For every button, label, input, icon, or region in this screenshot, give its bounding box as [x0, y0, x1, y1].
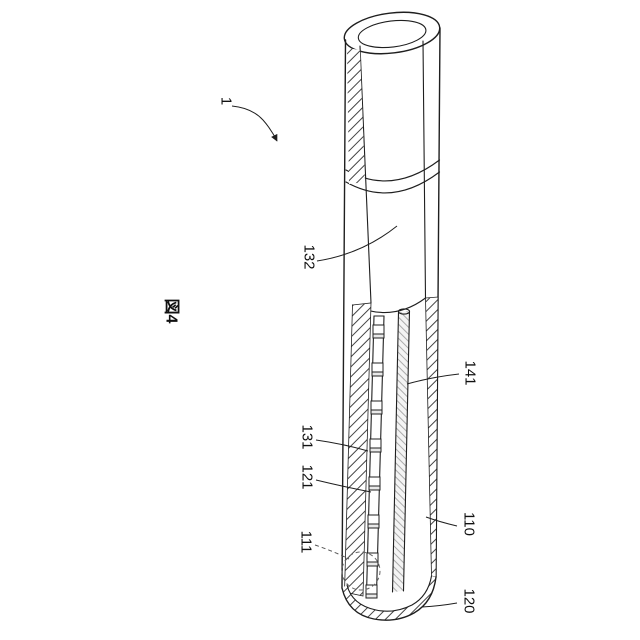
- chip-body: [365, 584, 378, 595]
- ref-label-141: 141: [462, 360, 479, 385]
- chip-body: [372, 324, 385, 335]
- outer-tube: [341, 11, 441, 597]
- cap-outer-arc: [341, 576, 437, 621]
- chip-body: [370, 400, 383, 411]
- substrate-right-edge: [375, 315, 385, 595]
- section-hatch-right: [425, 296, 439, 578]
- reference-labels: 図4 1 132 141 131 121 111 110 120: [163, 97, 479, 614]
- chip-electrode: [368, 485, 381, 491]
- leader-110: [425, 516, 458, 527]
- chip-body: [371, 362, 384, 373]
- cap-inner-arc: [346, 575, 433, 612]
- ref-label-1: 1: [218, 97, 235, 105]
- chip-electrode: [372, 333, 385, 339]
- leader-141: [406, 373, 460, 385]
- tube-rim-outer: [343, 11, 441, 55]
- slot-left-line: [359, 45, 372, 304]
- chip-body: [368, 476, 381, 487]
- rod-top-end: [397, 308, 411, 315]
- cap-hatch-band: [342, 576, 436, 621]
- ref-label-131: 131: [299, 424, 316, 449]
- tube-rim-inner: [357, 19, 427, 49]
- tube-left-edge: [341, 39, 347, 589]
- chip-body: [369, 438, 382, 449]
- chip-electrode: [366, 561, 379, 567]
- leader-131: [315, 439, 369, 452]
- led-chip: [367, 514, 380, 529]
- chip-array: [365, 324, 385, 599]
- substrate-strip: [365, 315, 385, 595]
- ref-label-110: 110: [461, 512, 478, 536]
- led-chip: [369, 438, 382, 453]
- chip-electrode: [371, 371, 384, 377]
- led-chip: [365, 584, 378, 599]
- chip-electrode: [370, 409, 383, 415]
- leader-111: [314, 544, 350, 560]
- wiring-dashed-circle: [341, 551, 381, 591]
- sleeve-joint-arc-lower: [345, 171, 441, 194]
- led-chip: [370, 400, 383, 415]
- leader-132: [316, 225, 398, 262]
- tube-top-opening: [343, 11, 441, 55]
- chip-body: [367, 514, 380, 525]
- leader-121: [315, 479, 372, 493]
- rod-right-edge: [402, 310, 411, 592]
- ref-label-132: 132: [301, 244, 318, 269]
- figure-number-label: 図4: [163, 299, 181, 324]
- upper-wall-hatch: [347, 48, 365, 184]
- led-chip: [371, 362, 384, 377]
- led-chip: [366, 552, 379, 567]
- bottom-cap: [341, 575, 437, 621]
- ref-label-121: 121: [299, 464, 316, 489]
- internal-assembly: [341, 308, 411, 599]
- chip-electrode: [367, 523, 380, 529]
- light-guide-rod: [391, 308, 411, 593]
- leader-lines: [231, 105, 460, 608]
- rod-fill: [392, 311, 410, 592]
- ref-label-111: 111: [298, 531, 315, 554]
- led-chip: [372, 324, 385, 339]
- leader-120: [421, 602, 458, 608]
- rod-left-edge: [391, 311, 400, 593]
- substrate-left-edge: [365, 315, 375, 595]
- chip-electrode: [369, 447, 382, 453]
- leader-arrow-1: [231, 105, 278, 142]
- led-chip: [368, 476, 381, 491]
- chip-electrode: [365, 593, 378, 599]
- ref-label-120: 120: [461, 588, 478, 613]
- section-hatch-left: [344, 302, 372, 597]
